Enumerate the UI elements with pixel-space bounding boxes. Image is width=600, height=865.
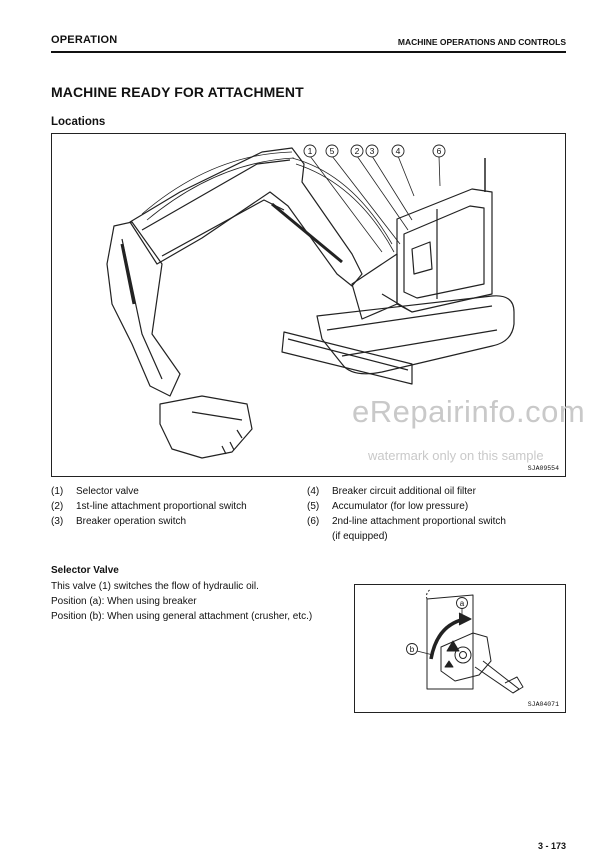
legend-continuation: (if equipped): [332, 531, 388, 542]
subtitle-locations: Locations: [51, 116, 106, 128]
legend-right: (4) Breaker circuit additional oil filte…: [307, 484, 506, 544]
watermark-brand: eRepairinfo.com: [352, 394, 586, 429]
watermark-note: watermark only on this sample: [368, 448, 544, 463]
legend-left: (1) Selector valve (2) 1st-line attachme…: [51, 484, 247, 529]
header-chapter-title: MACHINE OPERATIONS AND CONTROLS: [397, 37, 566, 47]
legend-number: (3): [51, 516, 64, 527]
section-title: Selector Valve: [51, 565, 119, 576]
legend-text: Breaker circuit additional oil filter: [332, 486, 476, 497]
section-body: This valve (1) switches the flow of hydr…: [51, 579, 312, 624]
legend-number: (1): [51, 486, 64, 497]
legend-item: (6) 2nd-line attachment proportional swi…: [307, 514, 506, 529]
legend-text: 2nd-line attachment proportional switch: [332, 516, 506, 527]
header-rule: [51, 51, 566, 53]
body-line: Position (b): When using general attachm…: [51, 611, 313, 622]
legend-number: (5): [307, 501, 320, 512]
callout-2: 2: [355, 146, 360, 156]
label-b: b: [410, 645, 415, 654]
callout-1: 1: [308, 146, 313, 156]
label-a: a: [460, 599, 465, 608]
legend-item: (1) Selector valve: [51, 484, 247, 499]
body-line: Position (a): When using breaker: [51, 596, 197, 607]
legend-item: (2) 1st-line attachment proportional swi…: [51, 499, 247, 514]
page-title: MACHINE READY FOR ATTACHMENT: [51, 84, 304, 100]
legend-item: (3) Breaker operation switch: [51, 514, 247, 529]
callout-5: 5: [330, 146, 335, 156]
legend-item: (5) Accumulator (for low pressure): [307, 499, 506, 514]
figure-code: SJA04071: [527, 701, 559, 708]
header-section-title: OPERATION: [51, 34, 118, 46]
excavator-figure: 1 5 2 3 4 6 SJA09554: [51, 133, 566, 477]
selector-valve-figure: a b SJA04071: [354, 584, 566, 713]
legend-item: (4) Breaker circuit additional oil filte…: [307, 484, 506, 499]
body-line: This valve (1) switches the flow of hydr…: [51, 581, 259, 592]
excavator-drawing: 1 5 2 3 4 6: [106, 144, 515, 459]
legend-number: (2): [51, 501, 64, 512]
legend-number: (4): [307, 486, 320, 497]
selector-valve-drawing: a b: [406, 588, 524, 694]
page-number: 3 - 173: [537, 841, 566, 851]
figure-code: SJA09554: [527, 465, 559, 472]
legend-text: Selector valve: [76, 486, 139, 497]
callout-6: 6: [437, 146, 442, 156]
legend-text: Accumulator (for low pressure): [332, 501, 469, 512]
callout-3: 3: [370, 146, 375, 156]
legend-text: 1st-line attachment proportional switch: [76, 501, 247, 512]
legend-text: Breaker operation switch: [76, 516, 187, 527]
legend-number: (6): [307, 516, 320, 527]
callout-4: 4: [396, 146, 401, 156]
